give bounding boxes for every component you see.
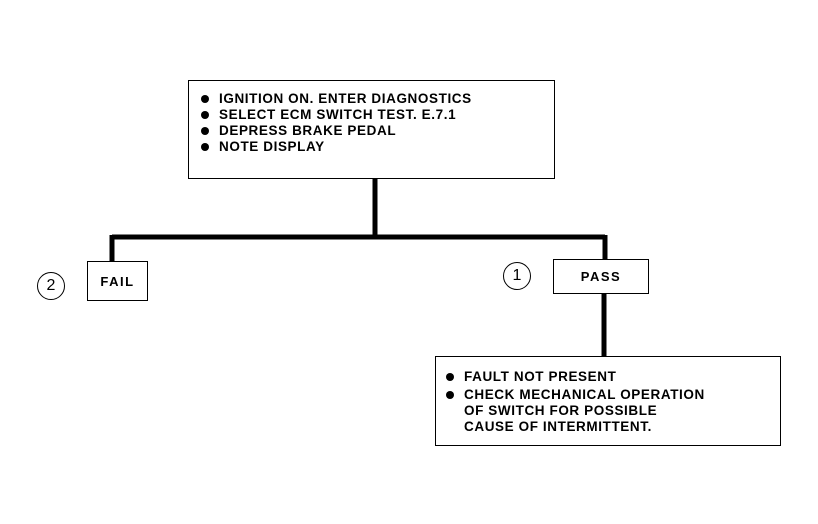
result-text: FAULT NOT PRESENT — [464, 369, 617, 384]
bullet-icon — [446, 391, 454, 399]
instruction-text: IGNITION ON. ENTER DIAGNOSTICS — [219, 91, 472, 106]
fail-number: 2 — [46, 277, 56, 294]
fail-box: FAIL — [87, 261, 148, 301]
result-item: FAULT NOT PRESENT — [442, 369, 780, 385]
instruction-item: DEPRESS BRAKE PEDAL — [197, 123, 554, 139]
pass-box: PASS — [553, 259, 649, 294]
instruction-item: IGNITION ON. ENTER DIAGNOSTICS — [197, 91, 554, 107]
result-list: FAULT NOT PRESENT CHECK MECHANICAL OPERA… — [442, 369, 780, 435]
pass-number-circle: 1 — [503, 262, 531, 290]
bullet-icon — [201, 95, 209, 103]
pass-number: 1 — [512, 267, 522, 284]
instruction-text: NOTE DISPLAY — [219, 139, 325, 154]
pass-label: PASS — [580, 269, 622, 284]
instruction-text: SELECT ECM SWITCH TEST. E.7.1 — [219, 107, 457, 122]
instruction-list: IGNITION ON. ENTER DIAGNOSTICS SELECT EC… — [197, 91, 554, 155]
instruction-text: DEPRESS BRAKE PEDAL — [219, 123, 397, 138]
fail-label: FAIL — [100, 273, 135, 289]
bullet-icon — [201, 127, 209, 135]
bullet-icon — [201, 143, 209, 151]
result-box: FAULT NOT PRESENT CHECK MECHANICAL OPERA… — [435, 356, 781, 446]
top-instruction-box: IGNITION ON. ENTER DIAGNOSTICS SELECT EC… — [188, 80, 555, 179]
fail-number-circle: 2 — [37, 272, 65, 300]
instruction-item: NOTE DISPLAY — [197, 139, 554, 155]
bullet-icon — [446, 373, 454, 381]
bullet-icon — [201, 111, 209, 119]
result-text-line: OF SWITCH FOR POSSIBLE — [464, 403, 658, 418]
instruction-item: SELECT ECM SWITCH TEST. E.7.1 — [197, 107, 554, 123]
result-text-line: CHECK MECHANICAL OPERATION — [464, 387, 705, 402]
result-text-line: CAUSE OF INTERMITTENT. — [464, 419, 652, 434]
